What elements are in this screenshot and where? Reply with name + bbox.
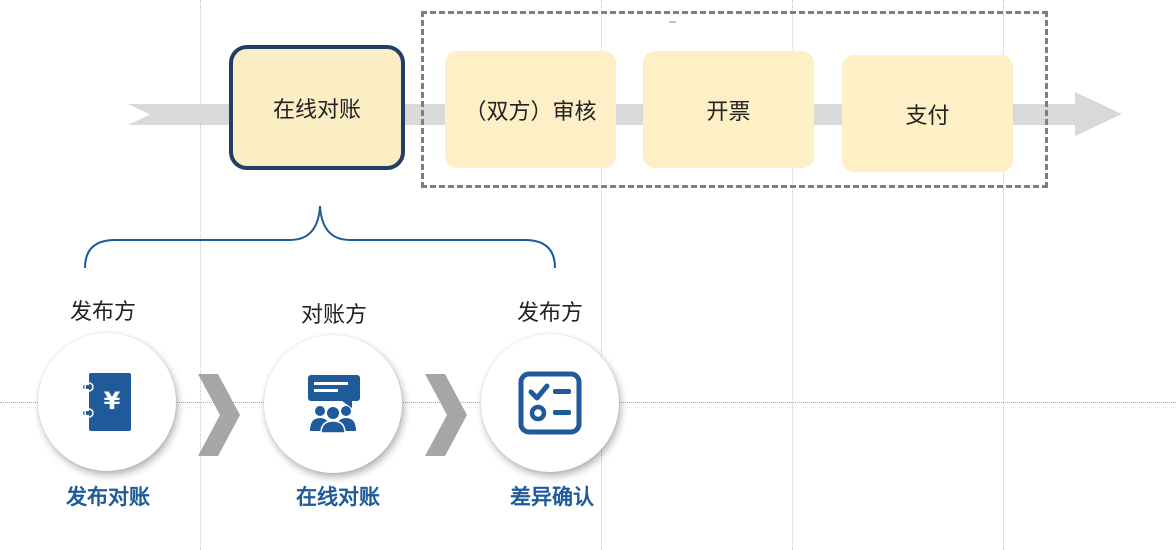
- step-publish-circle[interactable]: ¥: [38, 333, 176, 471]
- team-chat-icon: [308, 375, 360, 434]
- chevron-right-icon: [198, 374, 240, 456]
- ledger-yen-icon: ¥: [83, 373, 131, 431]
- stage-label: 开票: [706, 99, 751, 125]
- stage-label: （双方）审核: [464, 99, 597, 125]
- step-confirm-circle[interactable]: [481, 334, 619, 472]
- guide-line: [601, 0, 602, 550]
- stage-payment[interactable]: 支付: [842, 55, 1013, 172]
- post-reconcile-group: [421, 11, 1048, 188]
- step-online-circle[interactable]: [264, 335, 402, 473]
- detail-brace: [84, 205, 556, 269]
- step-label: 差异确认: [510, 484, 594, 509]
- guide-line: [792, 0, 793, 550]
- step-label: 在线对账: [296, 484, 380, 509]
- chevron-right-icon: [425, 374, 467, 456]
- step-role: 发布方: [516, 301, 583, 326]
- guide-line: [1003, 0, 1004, 550]
- stage-online-reconcile[interactable]: 在线对账: [229, 45, 405, 170]
- step-role: 发布方: [69, 300, 136, 325]
- checklist-icon: [518, 371, 582, 435]
- stage-mutual-review[interactable]: （双方）审核: [445, 51, 616, 168]
- stage-label: 在线对账: [272, 97, 361, 123]
- step-label: 发布对账: [66, 484, 150, 509]
- step-role: 对账方: [300, 303, 367, 328]
- guide-line: [200, 0, 201, 550]
- stage-invoicing[interactable]: 开票: [643, 51, 814, 168]
- stage-label: 支付: [905, 103, 950, 129]
- svg-text:¥: ¥: [104, 387, 121, 415]
